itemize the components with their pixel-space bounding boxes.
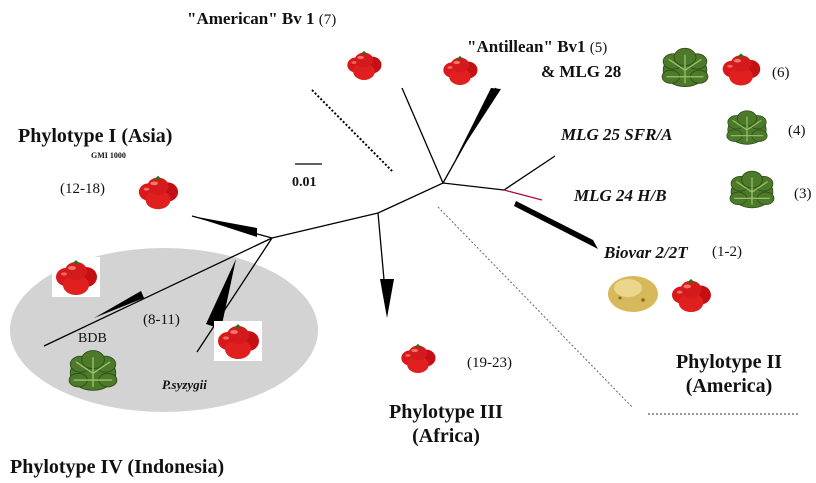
- mlg25-count: (4): [788, 123, 806, 139]
- phylotype4-label: Phylotype IV (Indonesia): [10, 456, 225, 478]
- mlg28-label: & MLG 28: [541, 62, 622, 81]
- biovar-count: (1-2): [712, 244, 742, 260]
- mlg28-count: (6): [772, 65, 790, 81]
- antillean-bv1-label: "Antillean" Bv1 (5): [467, 37, 608, 56]
- tree-triangles: [94, 88, 598, 329]
- phylotype4-count: (8-11): [143, 312, 180, 328]
- mlg24-label: MLG 24 H/B: [574, 186, 667, 205]
- biovar-label: Biovar 2/2T: [604, 243, 688, 262]
- tomato-icon: [719, 50, 763, 88]
- banana-plant-icon: [726, 110, 768, 145]
- phylotype2-label: Phylotype II (America): [675, 351, 783, 397]
- phylotype3-count: (19-23): [467, 355, 512, 371]
- dotted-line-american: [311, 89, 394, 173]
- banana-plant-icon: [68, 349, 118, 392]
- banana-plant-icon: [661, 47, 709, 88]
- american-bv1-label: "American" Bv 1 (7): [187, 9, 337, 28]
- tomato-icon: [214, 321, 262, 361]
- tomato-icon: [398, 341, 438, 375]
- tomato-icon: [135, 172, 181, 212]
- dotted-line-phylotype2: [437, 206, 634, 409]
- phylotype1-label: Phylotype I (Asia): [18, 125, 173, 147]
- potato-icon: [605, 274, 661, 314]
- p-syzygii-label: P.syzygii: [162, 377, 207, 392]
- tomato-icon: [440, 53, 480, 87]
- banana-plant-icon: [729, 170, 775, 209]
- bdb-label: BDB: [78, 331, 107, 346]
- mlg24-count: (3): [794, 186, 812, 202]
- mlg25-label: MLG 25 SFR/A: [561, 125, 673, 144]
- phylotype1-count: (12-18): [60, 181, 105, 197]
- tomato-icon: [52, 257, 100, 297]
- phylotype3-label: Phylotype III (Africa): [389, 401, 503, 447]
- gmi1000-label: GMI 1000: [91, 151, 126, 160]
- tomato-icon: [668, 276, 714, 314]
- scale-bar-label: 0.01: [292, 175, 317, 190]
- tomato-icon: [344, 48, 384, 82]
